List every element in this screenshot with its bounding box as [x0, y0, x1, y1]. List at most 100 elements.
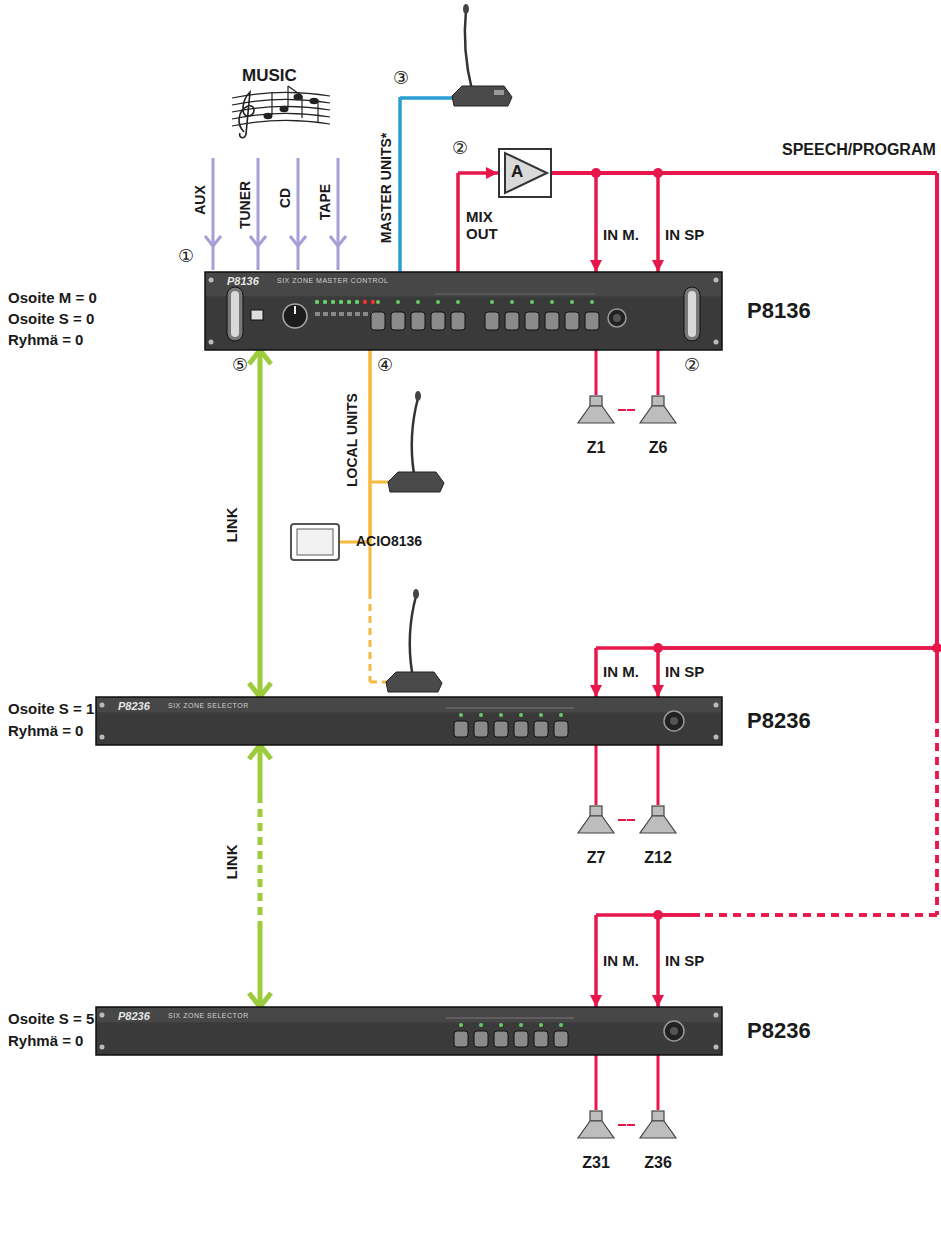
connector	[658, 745, 659, 805]
wire-segment	[700, 913, 937, 917]
wire-segment	[658, 646, 937, 650]
connector	[249, 350, 271, 697]
connector	[596, 1055, 597, 1110]
wire-segment	[258, 795, 263, 925]
connector	[552, 173, 937, 697]
touch-panel: ACIO8136	[290, 523, 340, 561]
panel-caption: SIX ZONE SELECTOR	[168, 1012, 249, 1020]
wire-segment	[552, 171, 937, 175]
connector-label: IN SP	[665, 663, 704, 680]
speaker: Z6	[636, 395, 680, 465]
zone-selector-unit: P8236SIX ZONE SELECTORP8236	[96, 1007, 722, 1055]
address-setting: Osoite S = 5	[8, 1010, 94, 1027]
model-label: P8136	[747, 298, 811, 323]
input-name: CD	[277, 188, 293, 208]
wire-segment	[596, 646, 937, 650]
zone-label: Z12	[636, 849, 680, 867]
wire-segment	[258, 350, 263, 520]
wire-segment	[935, 173, 939, 715]
speaker: Z31	[574, 1110, 618, 1180]
connector	[618, 410, 636, 411]
amplifier: A	[498, 148, 552, 198]
wire-segment	[552, 171, 937, 175]
wire-segment	[656, 915, 660, 1007]
panel-logo: P8136	[227, 275, 259, 288]
wire-segment	[595, 372, 598, 395]
wire-segment	[657, 745, 660, 775]
connector	[340, 350, 370, 542]
wire-segment	[627, 409, 636, 411]
zone-label: Z31	[574, 1154, 618, 1172]
connector	[618, 1125, 636, 1126]
wire-segment	[258, 925, 263, 1007]
wire-segment	[258, 745, 263, 795]
wire-segment	[627, 1124, 636, 1126]
panel-caption: SIX ZONE SELECTOR	[168, 702, 249, 710]
local-units-bus	[370, 350, 390, 682]
connector-label: IN SP	[665, 952, 704, 969]
wire-segment	[657, 350, 660, 372]
arrowhead	[249, 350, 271, 364]
wire-segment	[657, 1055, 660, 1080]
wire-segment	[935, 715, 939, 915]
wire-segment	[595, 1055, 598, 1080]
wire-segment	[552, 171, 937, 175]
arrowhead	[249, 745, 271, 759]
wire-segment	[595, 745, 598, 775]
touch-panel-symbol	[290, 523, 340, 561]
input-name: TUNER	[237, 181, 253, 229]
address-setting: Osoite S = 0	[8, 310, 94, 327]
amplifier-label: A	[511, 162, 523, 182]
bus-name: SPEECH/PROGRAM	[782, 141, 936, 159]
wire-segment	[618, 1124, 627, 1126]
panel-logo: P8236	[118, 700, 150, 713]
callout-number: ⑤	[232, 355, 248, 376]
wire-segment	[658, 913, 700, 917]
panel-caption: SIX ZONE MASTER CONTROL	[277, 277, 388, 285]
connector-label: LINK	[223, 508, 240, 543]
wire-segment	[369, 350, 372, 542]
wire-segment	[258, 520, 263, 697]
connector	[596, 350, 597, 395]
group-setting: Ryhmä = 0	[8, 1032, 83, 1049]
wire-segment	[657, 775, 660, 805]
zone-label: Z6	[636, 439, 680, 457]
connector	[249, 745, 271, 1007]
local-microphone	[388, 391, 444, 492]
arrowhead	[652, 995, 664, 1007]
connector-label: IN SP	[665, 226, 704, 243]
wire-segment	[935, 715, 939, 915]
speaker: Z7	[574, 805, 618, 875]
connector-label: MIX OUT	[466, 208, 510, 243]
wire-segment	[618, 819, 627, 821]
arrowhead	[652, 260, 664, 272]
model-label: P8236	[747, 708, 811, 733]
speaker: Z1	[574, 395, 618, 465]
master-microphone	[400, 4, 512, 272]
input-name: AUX	[192, 185, 208, 215]
wire-segment	[935, 173, 939, 715]
arrowhead	[590, 995, 602, 1007]
wire-segment	[456, 173, 460, 272]
wire-segment	[656, 173, 660, 272]
master-control-unit: P8136SIX ZONE MASTER CONTROLP8136	[205, 272, 722, 350]
connector	[552, 173, 937, 697]
wire-segment	[595, 775, 598, 805]
source-inputs	[205, 158, 346, 270]
arrowhead	[249, 993, 271, 1007]
device-label: ACIO8136	[356, 533, 422, 549]
zone-selector-unit: P8236SIX ZONE SELECTORP8236	[96, 697, 722, 745]
connector	[552, 173, 602, 272]
bus-name: MASTER UNITS*	[378, 133, 394, 243]
connector	[658, 1055, 659, 1110]
wire-segment	[594, 915, 598, 1007]
wire-segment	[552, 171, 937, 175]
connector	[596, 745, 597, 805]
music-notes	[264, 94, 319, 119]
speaker: Z12	[636, 805, 680, 875]
arrowhead	[652, 685, 664, 697]
connector-label: IN M.	[603, 226, 639, 243]
